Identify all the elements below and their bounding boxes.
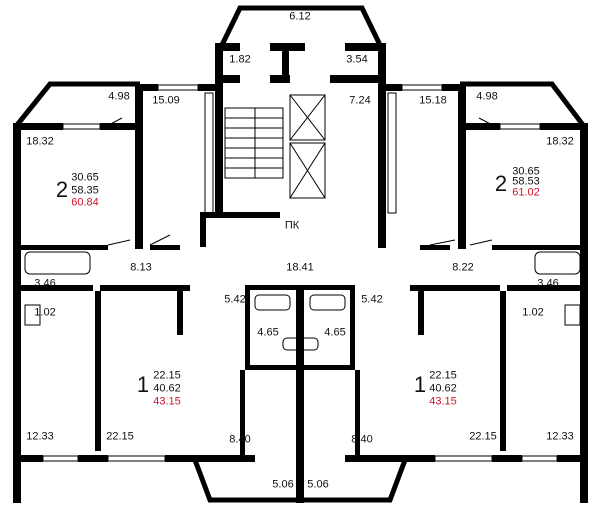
room-count: 2 bbox=[494, 171, 508, 196]
total-area: 60.84 bbox=[71, 196, 99, 209]
balcony-left bbox=[15, 81, 140, 127]
living-area: 30.65 bbox=[71, 171, 99, 184]
total-area: 43.15 bbox=[429, 395, 457, 408]
fire-cabinet-label: ПК bbox=[284, 219, 300, 232]
total-area: 43.15 bbox=[153, 395, 181, 408]
living-area: 30.65 bbox=[512, 165, 540, 178]
bath-area: 3.46 bbox=[537, 277, 559, 290]
bath-area: 3.46 bbox=[34, 277, 56, 290]
balcony-area: 5.06 bbox=[272, 478, 294, 491]
wc-area: 1.02 bbox=[34, 306, 56, 319]
vestibule-right-area: 3.54 bbox=[346, 53, 368, 66]
corridor-area: 18.41 bbox=[286, 261, 314, 274]
room-count: 1 bbox=[413, 372, 427, 397]
bath-area: 5.42 bbox=[361, 293, 383, 306]
balcony-area: 4.98 bbox=[108, 90, 130, 103]
vestibule-left-area: 1.82 bbox=[229, 53, 251, 66]
hall-area: 8.22 bbox=[452, 261, 474, 274]
hall-area: 8.40 bbox=[351, 433, 373, 446]
apartment-area: 40.62 bbox=[429, 382, 457, 395]
wc-area: 4.65 bbox=[257, 326, 279, 339]
balcony-top-area: 6.12 bbox=[289, 10, 311, 23]
bath-area: 5.42 bbox=[224, 293, 246, 306]
apartment-area: 58.35 bbox=[71, 184, 99, 197]
wc-area: 4.65 bbox=[324, 326, 346, 339]
apartment-area: 58.53 bbox=[512, 175, 540, 188]
wc-area: 1.02 bbox=[522, 306, 544, 319]
kitchen-area: 15.18 bbox=[419, 94, 447, 107]
living-area: 22.15 bbox=[429, 369, 457, 382]
kitchen-area: 15.09 bbox=[152, 94, 180, 107]
room-area: 22.15 bbox=[469, 430, 497, 443]
kitchen-area: 12.33 bbox=[26, 430, 54, 443]
bedroom-area: 18.32 bbox=[546, 135, 574, 148]
fixtures bbox=[24, 84, 581, 462]
hall-area: 8.40 bbox=[229, 433, 251, 446]
room-area: 22.15 bbox=[106, 430, 134, 443]
room-count: 2 bbox=[55, 177, 69, 202]
balcony-top bbox=[219, 5, 383, 47]
room-count: 1 bbox=[136, 372, 150, 397]
hall-area: 8.13 bbox=[130, 261, 152, 274]
total-area: 61.02 bbox=[512, 186, 540, 199]
apartment-area: 40.62 bbox=[153, 382, 181, 395]
balcony-area: 5.06 bbox=[307, 478, 329, 491]
balcony-area: 4.98 bbox=[476, 90, 498, 103]
walls bbox=[13, 43, 588, 503]
kitchen-area: 12.33 bbox=[546, 430, 574, 443]
living-area: 22.15 bbox=[153, 369, 181, 382]
balcony-right bbox=[460, 81, 585, 127]
elevator-hall-area: 7.24 bbox=[349, 94, 371, 107]
bedroom-area: 18.32 bbox=[26, 135, 54, 148]
